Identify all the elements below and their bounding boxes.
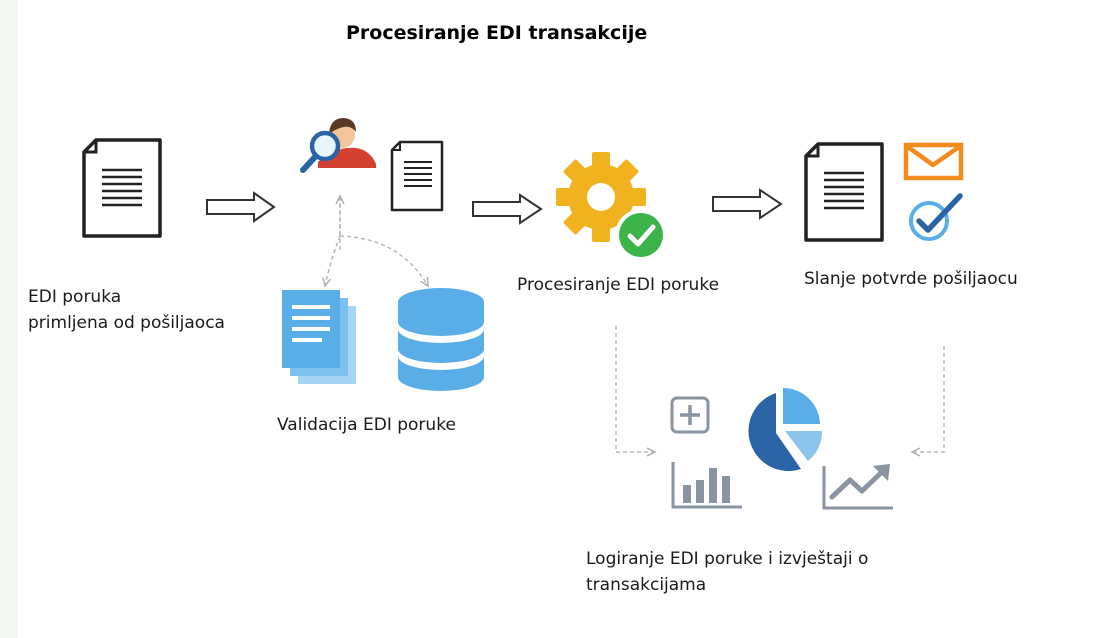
dashed-connector bbox=[615, 326, 945, 452]
step-logging-line2: transakcijama bbox=[586, 575, 707, 595]
add-icon bbox=[670, 396, 710, 434]
step-logging-line1: Logiranje EDI poruke i izvještaji o bbox=[586, 549, 869, 569]
step-processing-label: Procesiranje EDI poruke bbox=[517, 275, 720, 295]
step-received-label: EDI poruka primljena od pošiljaoca bbox=[28, 284, 225, 336]
step-validation-label: Validacija EDI poruke bbox=[277, 415, 456, 435]
step-confirmation-label: Slanje potvrde pošiljaocu bbox=[804, 269, 1018, 289]
step-received-line2: primljena od pošiljaoca bbox=[28, 313, 225, 333]
envelope-icon bbox=[903, 142, 964, 181]
flow-arrow bbox=[472, 193, 543, 225]
trend-chart-icon bbox=[822, 464, 893, 510]
pie-chart-icon bbox=[748, 388, 823, 472]
inspector-search-icon bbox=[300, 118, 376, 173]
diagram-title: Procesiranje EDI transakcije bbox=[346, 22, 648, 44]
diagram-background bbox=[18, 0, 1112, 638]
document-icon bbox=[82, 138, 162, 238]
check-badge-icon bbox=[615, 209, 667, 261]
flow-arrow bbox=[712, 188, 783, 220]
database-icon bbox=[398, 288, 484, 391]
bar-chart-icon bbox=[671, 462, 742, 509]
document-icon bbox=[804, 142, 884, 242]
document-icon bbox=[390, 140, 444, 212]
step-received-line1: EDI poruka bbox=[28, 287, 122, 307]
step-logging-label: Logiranje EDI poruke i izvještaji o tran… bbox=[586, 546, 868, 598]
stacked-documents-icon bbox=[282, 290, 356, 384]
flow-arrow bbox=[206, 191, 276, 223]
dashed-connector bbox=[325, 196, 428, 286]
checkmark-circle-icon bbox=[909, 193, 963, 241]
gear-icon bbox=[556, 152, 646, 242]
